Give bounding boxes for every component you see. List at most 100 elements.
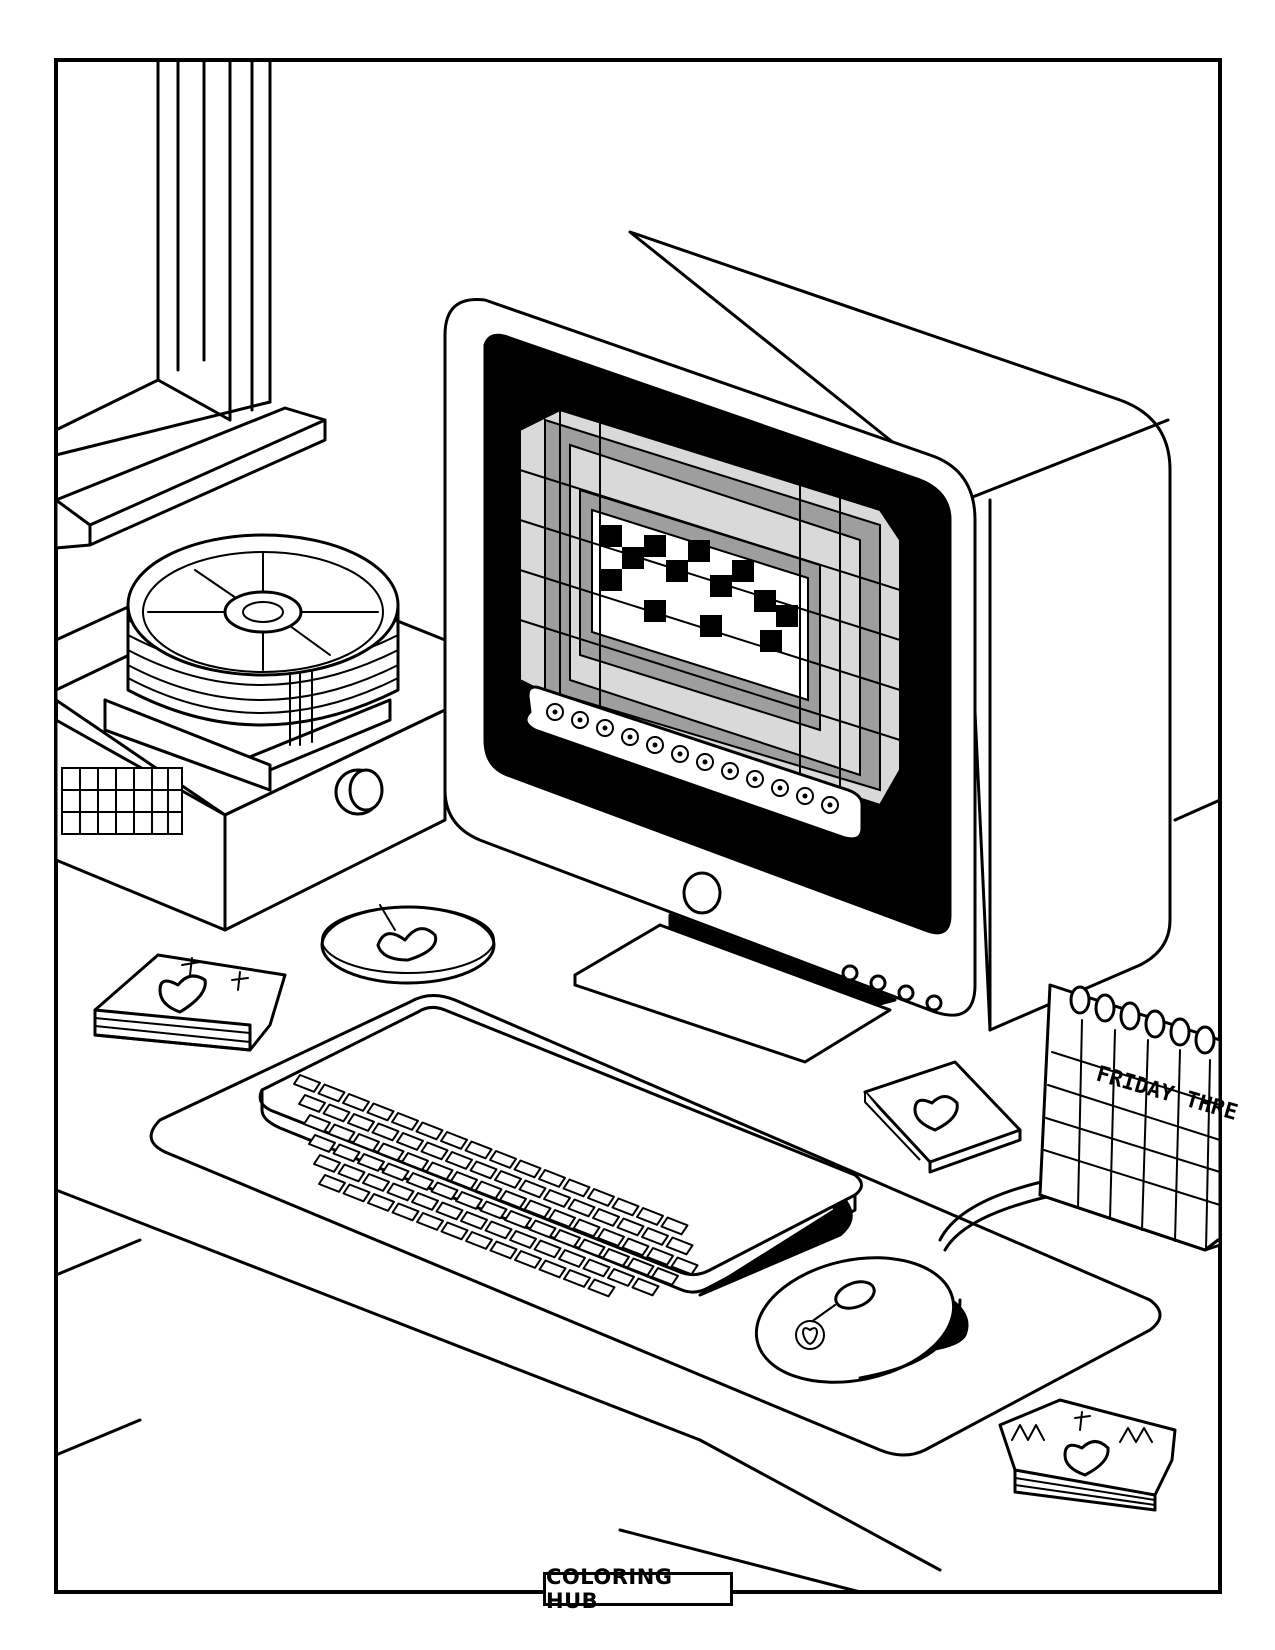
keyboard-key — [450, 1171, 478, 1190]
keyboard-key — [607, 1268, 635, 1287]
screen-buttons — [546, 703, 839, 814]
keyboard-key — [494, 1170, 522, 1189]
keyboard-key — [562, 1178, 591, 1198]
keyboard-key — [528, 1219, 557, 1239]
crt-monitor-icon — [443, 230, 1172, 1064]
cd-stack-icon — [103, 533, 400, 792]
keyboard-key — [357, 1153, 385, 1172]
keyboard-key — [332, 1143, 361, 1163]
keyboard-key — [308, 1134, 336, 1153]
keyboard-key — [602, 1248, 630, 1267]
cd-case-icon — [863, 1060, 1022, 1174]
keyboard-key — [597, 1228, 625, 1247]
keyboard-key — [464, 1140, 493, 1160]
keyboard-key — [347, 1113, 375, 1132]
keyboard-key — [523, 1199, 552, 1219]
keyboard-key — [411, 1192, 439, 1211]
keyboard-key — [469, 1160, 498, 1180]
keyboard-key — [367, 1193, 395, 1212]
keyboard-key — [362, 1173, 390, 1192]
keyboard-key — [376, 1142, 405, 1162]
keyboard-key — [489, 1240, 518, 1260]
keyboard-key — [514, 1250, 542, 1269]
keyboard-key — [665, 1236, 694, 1256]
keyboard-key — [317, 1083, 346, 1103]
brand-logo-label: COLORING HUB — [543, 1565, 733, 1613]
keyboard-key — [327, 1123, 356, 1143]
keyboard-icon — [258, 1005, 863, 1298]
keyboard-key — [543, 1189, 571, 1208]
keyboard-key — [298, 1094, 326, 1113]
keyboard-key — [420, 1141, 449, 1161]
keyboard-key — [616, 1217, 645, 1237]
keyboard-key — [626, 1257, 655, 1277]
keyboard-key — [416, 1212, 444, 1231]
keyboard-key — [303, 1114, 331, 1133]
keyboard-key — [660, 1216, 689, 1236]
cd-case-icon — [998, 1398, 1177, 1512]
keyboard-key — [381, 1162, 410, 1182]
keyboard-key — [342, 1183, 371, 1203]
keyboard-key — [371, 1122, 400, 1142]
keyboard-key — [391, 1112, 419, 1131]
keyboard-key — [425, 1161, 454, 1181]
keyboard-key — [401, 1152, 429, 1171]
keyboard-key — [670, 1256, 699, 1276]
keyboard-key — [587, 1278, 616, 1298]
keyboard-key — [479, 1200, 508, 1220]
window-icon — [54, 58, 327, 550]
keyboard-key — [504, 1210, 532, 1229]
keyboard-key — [533, 1239, 562, 1259]
keyboard-key — [484, 1220, 513, 1240]
keyboard-key — [538, 1169, 566, 1188]
keyboard-key — [553, 1229, 581, 1248]
keyboard-key — [391, 1202, 420, 1222]
keyboard-key — [366, 1102, 395, 1122]
keyboard-key — [518, 1179, 547, 1199]
keyboard-key — [563, 1269, 591, 1288]
keyboard-key — [415, 1121, 444, 1141]
keyboard-key — [342, 1093, 370, 1112]
keyboard-key — [386, 1182, 415, 1202]
keyboard-key — [651, 1267, 679, 1286]
keyboard-key — [513, 1159, 542, 1179]
keyboard-key — [465, 1231, 493, 1250]
keyboard-key — [592, 1208, 620, 1227]
keyboard-key — [567, 1198, 596, 1218]
keyboard-key — [641, 1227, 669, 1246]
keyboard-key — [318, 1174, 346, 1193]
keyboard-key — [455, 1191, 483, 1210]
keyboard-key — [313, 1154, 341, 1173]
keyboard-key — [460, 1211, 488, 1230]
keyboard-key — [499, 1190, 527, 1209]
desk-calendar-icon: FRIDAY THRE — [1038, 983, 1240, 1252]
keyboard-keys — [293, 1074, 699, 1298]
keyboard-key — [406, 1172, 434, 1191]
keyboard-key — [474, 1180, 503, 1200]
keyboard-key — [509, 1230, 537, 1249]
keyboard-key — [445, 1151, 473, 1170]
loose-disc-icon — [320, 904, 496, 985]
keyboard-key — [293, 1074, 321, 1093]
keyboard-key — [440, 1131, 468, 1150]
keyboard-key — [435, 1201, 464, 1221]
keyboard-key — [440, 1221, 469, 1241]
keyboard-key — [322, 1103, 351, 1123]
cd-case-icon — [93, 953, 287, 1052]
keyboard-key — [558, 1249, 586, 1268]
keyboard-key — [611, 1197, 640, 1217]
keyboard-key — [572, 1218, 601, 1238]
keyboard-key — [396, 1132, 424, 1151]
keyboard-key — [337, 1163, 366, 1183]
keyboard-key — [646, 1247, 674, 1266]
keyboard-key — [636, 1207, 664, 1226]
keyboard-key — [621, 1237, 650, 1257]
keyboard-key — [577, 1238, 606, 1258]
keyboard-key — [430, 1181, 459, 1201]
keyboard-key — [631, 1277, 660, 1297]
keyboard-key — [587, 1188, 615, 1207]
keyboard-key — [352, 1133, 380, 1152]
keyboard-key — [582, 1258, 611, 1278]
screen-pixel-art — [519, 408, 901, 807]
